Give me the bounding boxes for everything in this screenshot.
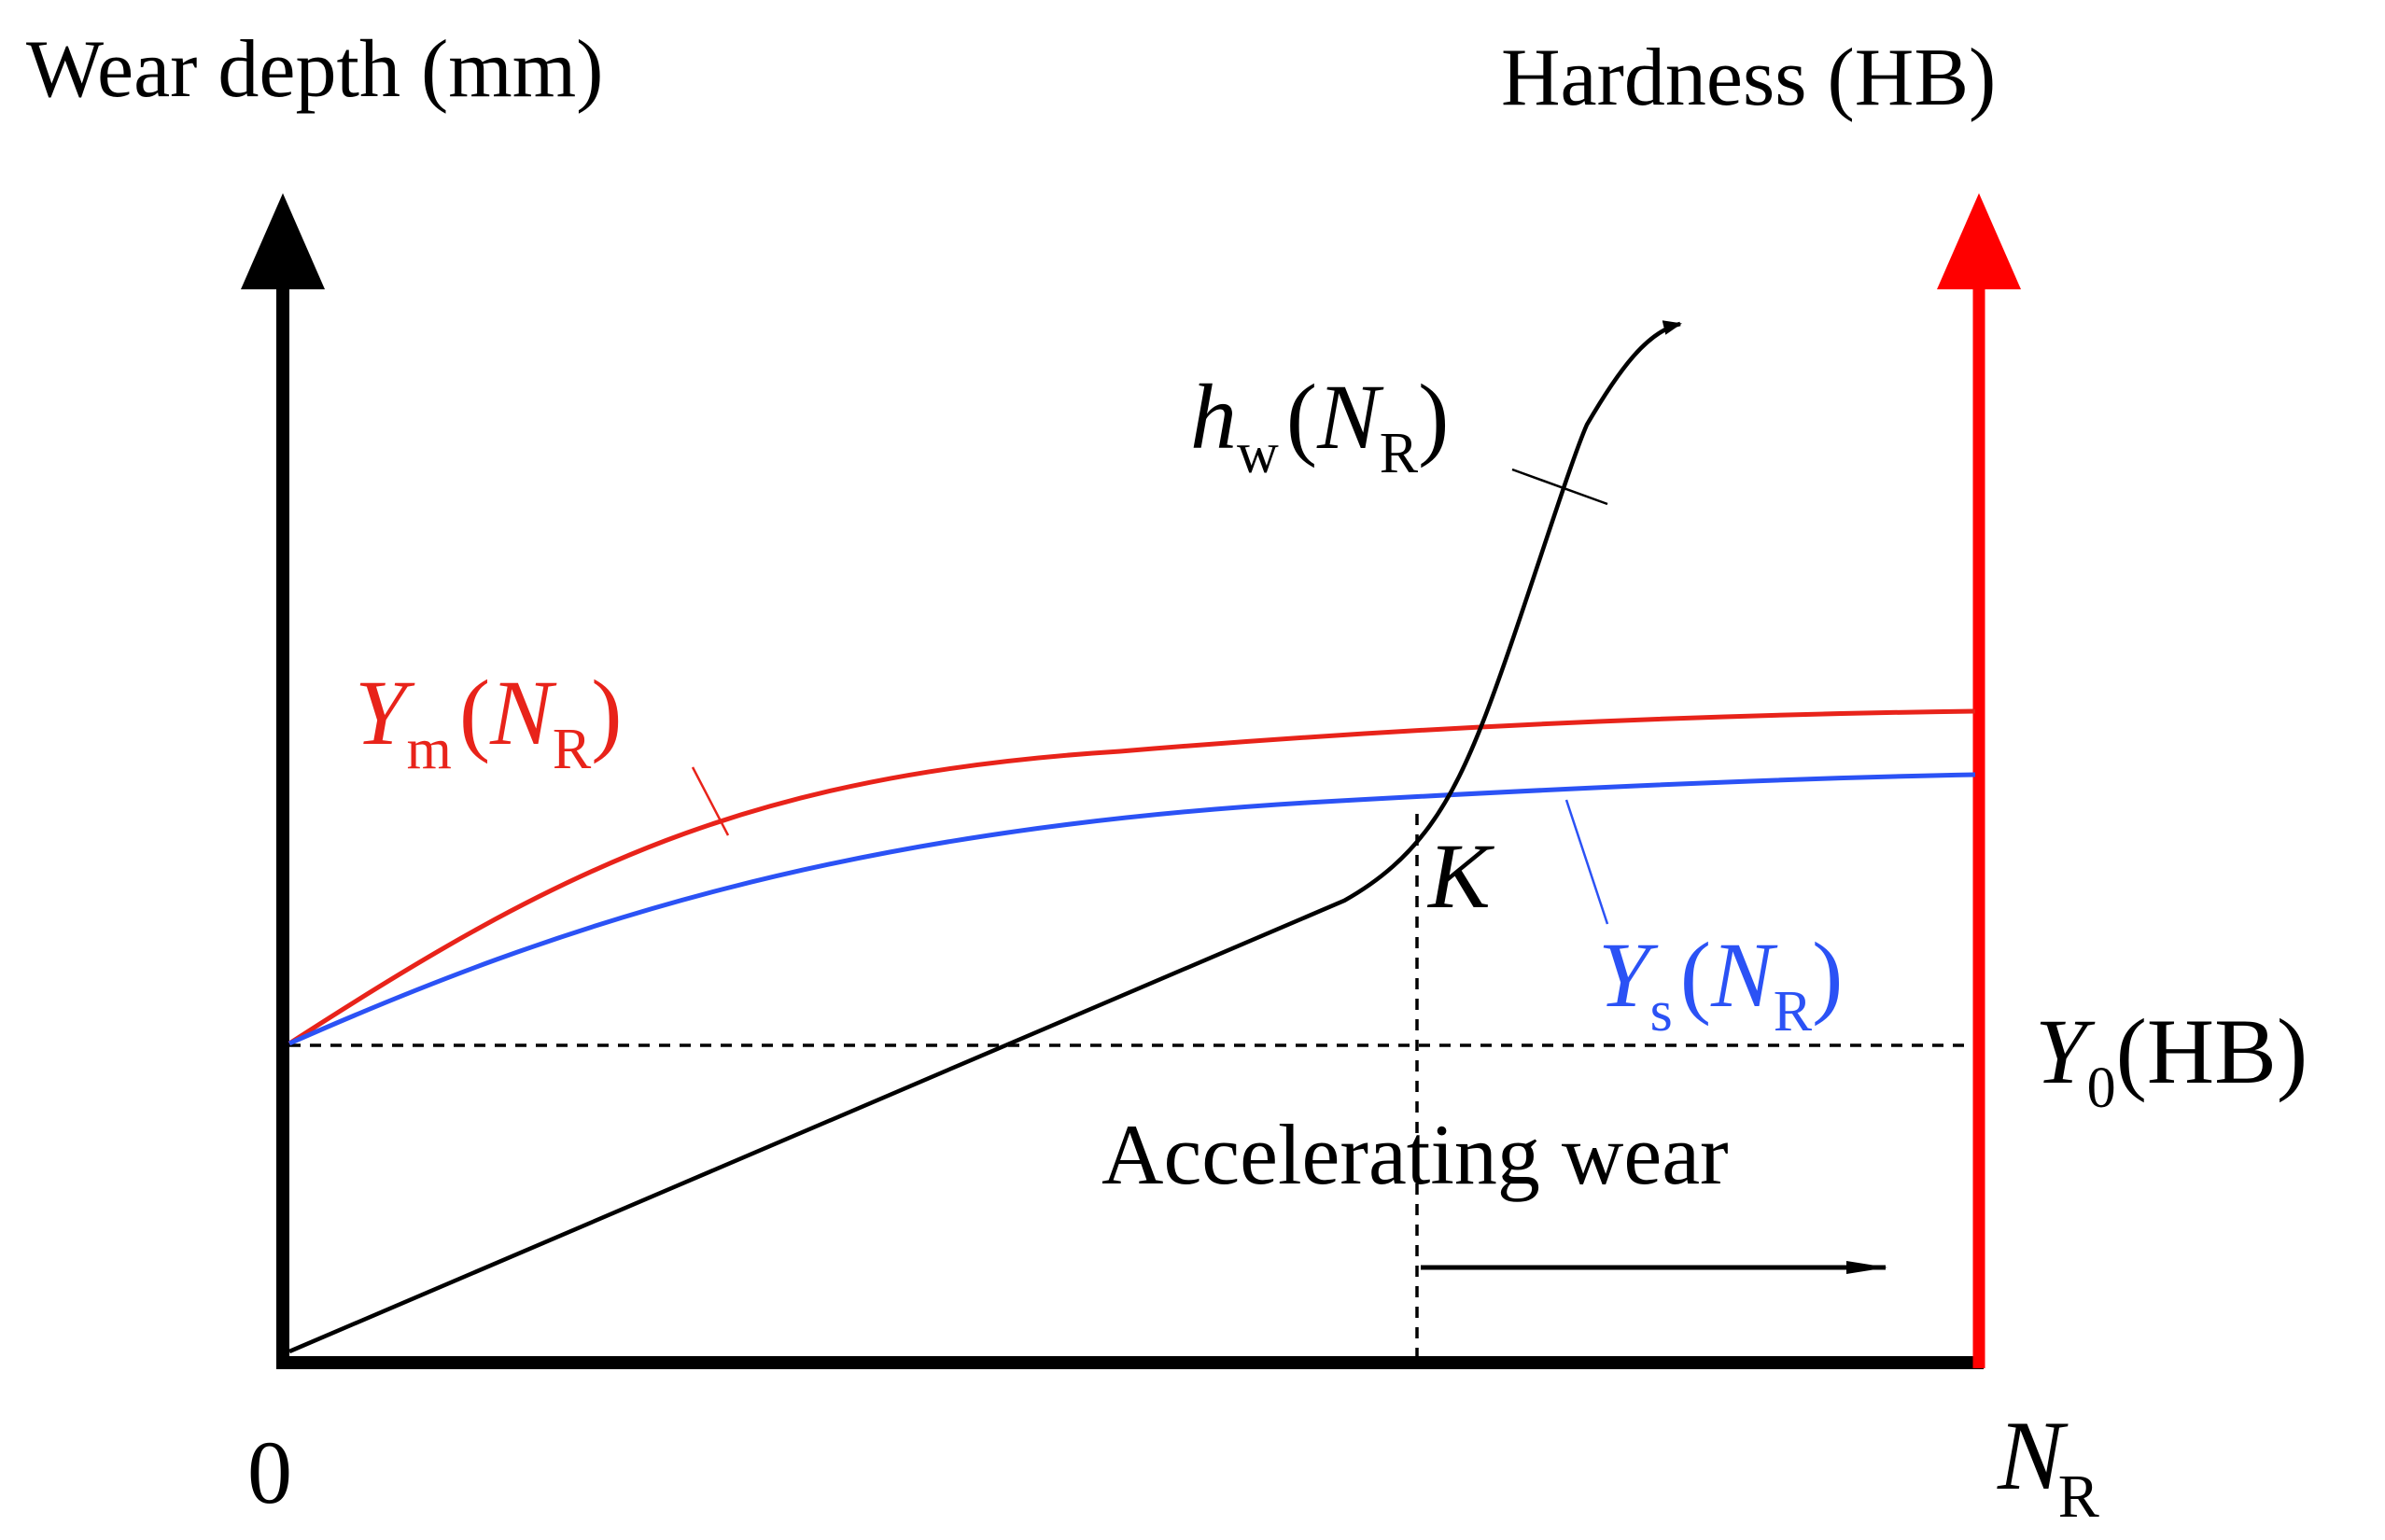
x-axis-symbol-subscript: R [2058,1463,2099,1531]
right-axis-arrowhead [1937,193,2021,289]
ym-curve-label: Ym(NR) [355,661,623,781]
x-axis-symbol: NR [1997,1401,2099,1531]
left-axis-arrowhead [241,193,325,289]
hw-curve [288,320,1682,1354]
hw-curve-label: hw(NR) [1190,365,1449,485]
k-point-label: K [1426,824,1494,928]
hw-leader-line [1511,468,1608,506]
ym-curve [288,708,1976,1046]
y0-level-label: Y0(HB) [2035,1000,2308,1120]
accelerating-wear-label: Accelerating wear [1101,1107,1729,1202]
ys-leader-line [1564,799,1609,925]
left-axis-label: Wear depth (mm) [26,24,603,115]
ym-leader-line [691,766,730,836]
origin-label: 0 [247,1422,292,1522]
ys-curve [288,772,1976,1046]
x-axis-symbol-main: N [1997,1401,2069,1510]
ys-curve-label: Ys(NR) [1598,923,1843,1043]
right-axis-label: Hardness (HB) [1501,33,1996,123]
